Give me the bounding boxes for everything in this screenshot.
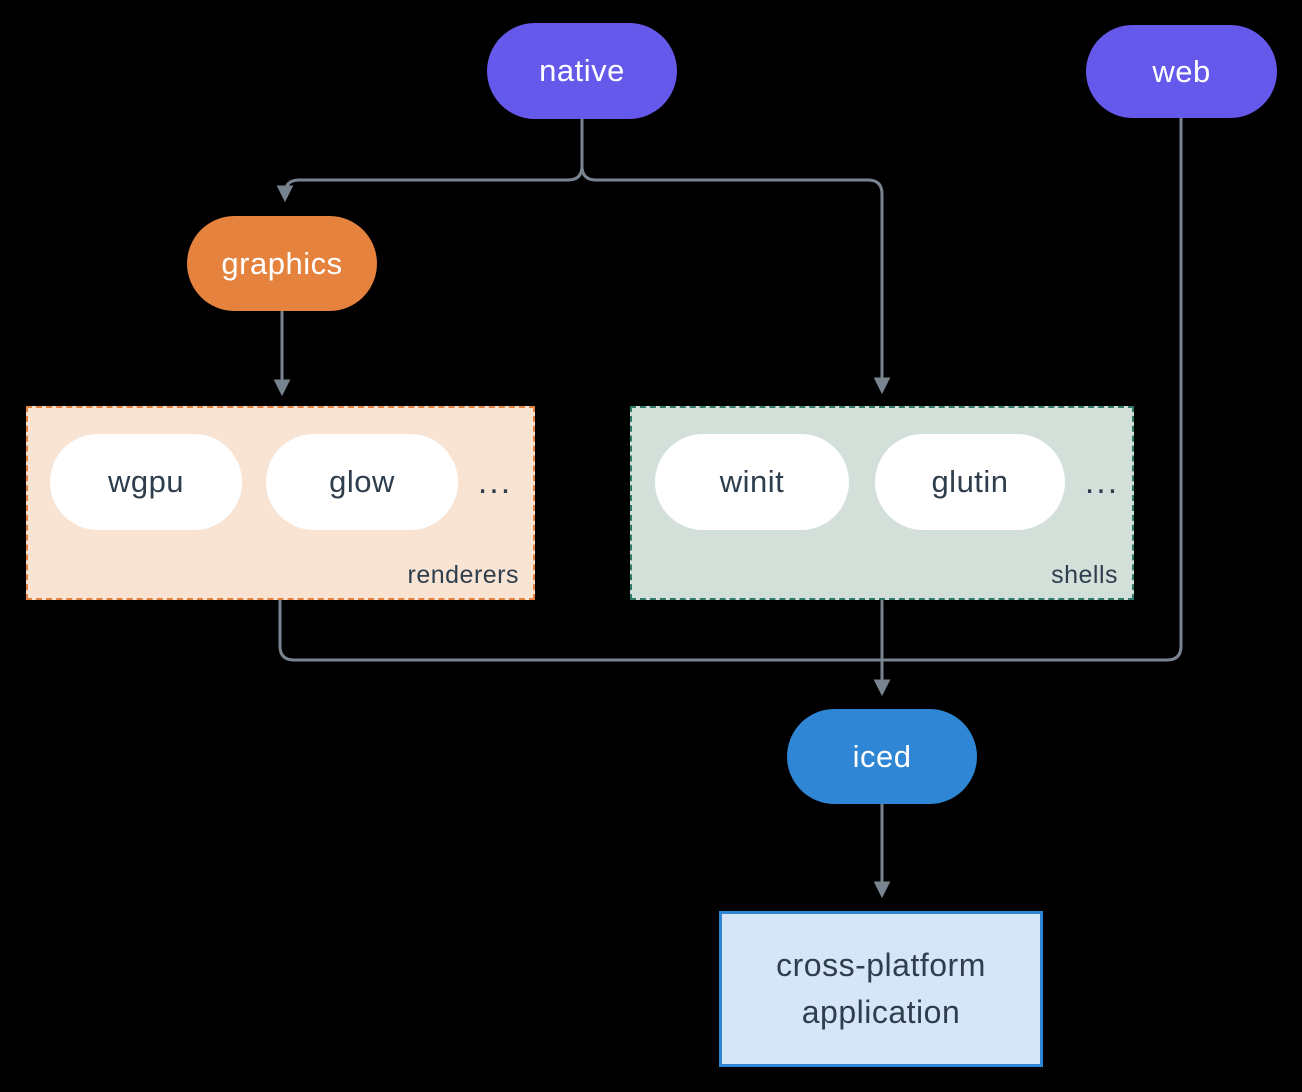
node-web-label: web	[1152, 53, 1211, 89]
edge-web-junction	[880, 117, 1183, 662]
edge-native-shells	[580, 117, 891, 395]
shells-group-label: shells	[1051, 561, 1118, 589]
renderers-ellipsis: ...	[477, 462, 513, 501]
node-glow: glow	[266, 434, 458, 530]
node-winit-label: winit	[719, 464, 785, 499]
node-winit: winit	[655, 434, 849, 530]
node-wgpu-label: wgpu	[107, 464, 185, 499]
node-graphics: graphics	[187, 216, 377, 311]
shells-ellipsis: ...	[1084, 462, 1120, 501]
app-label-line1: cross-platform	[776, 947, 986, 983]
node-web: web	[1086, 25, 1277, 118]
node-glutin-label: glutin	[931, 464, 1009, 499]
app-label-line2: application	[801, 994, 961, 1030]
group-shells: winit glutin ... shells	[630, 406, 1134, 600]
node-graphics-label: graphics	[221, 245, 343, 281]
edge-native-graphics	[276, 117, 584, 203]
node-iced: iced	[787, 709, 977, 804]
node-wgpu: wgpu	[50, 434, 242, 530]
edge-renderers-junction	[278, 599, 884, 662]
node-native-label: native	[539, 53, 625, 88]
group-renderers: wgpu glow ... renderers	[26, 406, 535, 600]
node-iced-label: iced	[852, 738, 912, 774]
node-glutin: glutin	[875, 434, 1065, 530]
node-cross-platform-application: cross-platform application	[719, 911, 1043, 1067]
renderers-group-label: renderers	[407, 561, 519, 589]
node-glow-label: glow	[329, 464, 395, 499]
node-native: native	[487, 23, 677, 119]
